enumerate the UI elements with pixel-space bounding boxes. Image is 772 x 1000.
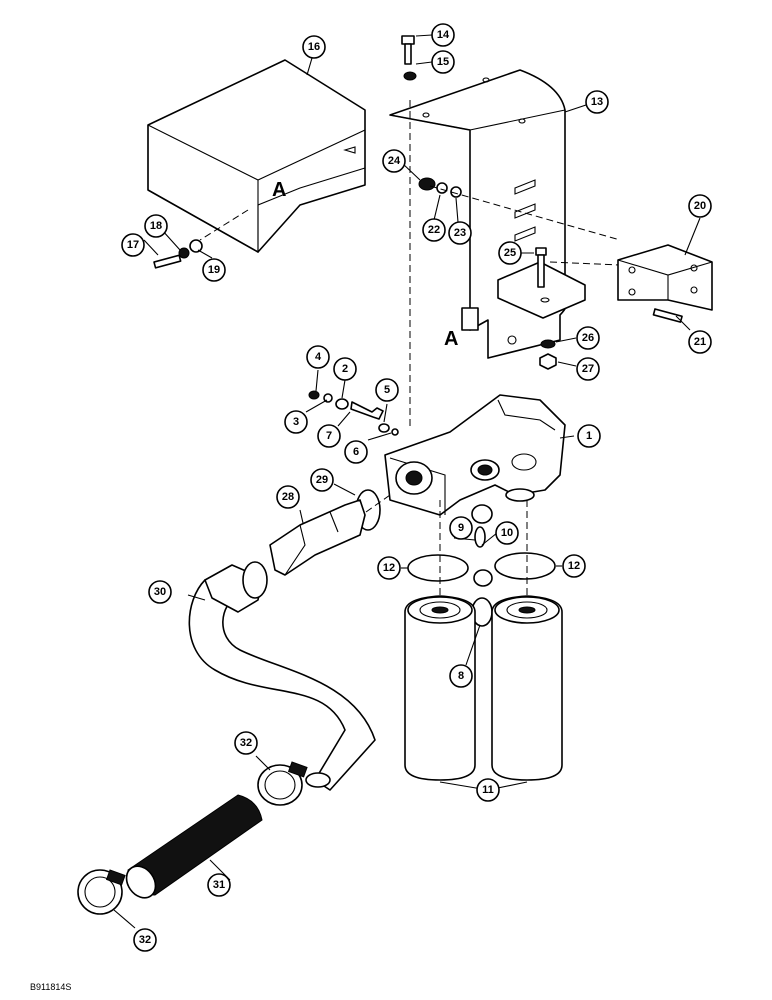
callout-16: 16: [302, 35, 326, 59]
callout-7: 7: [317, 424, 341, 448]
angle-bracket-part: [617, 244, 713, 311]
svg-text:25: 25: [504, 247, 516, 259]
svg-text:19: 19: [208, 264, 220, 276]
svg-text:21: 21: [694, 336, 706, 348]
callout-14: 14: [431, 23, 455, 47]
callout-18: 18: [144, 214, 168, 238]
svg-text:2: 2: [342, 363, 348, 375]
svg-text:31: 31: [213, 879, 225, 891]
drawing-code-label: B911814S: [30, 982, 72, 992]
callout-17: 17: [121, 233, 145, 257]
callout-23: 23: [448, 221, 472, 245]
leader-lines: [113, 34, 701, 929]
callout-29: 29: [310, 468, 334, 492]
svg-text:30: 30: [154, 586, 166, 598]
seals-check-valve-part: [407, 500, 556, 627]
callout-4: 4: [306, 345, 330, 369]
svg-text:12: 12: [568, 560, 580, 572]
callout-6: 6: [344, 440, 368, 464]
svg-text:11: 11: [482, 784, 494, 796]
callout-10: 10: [495, 521, 519, 545]
svg-text:10: 10: [501, 527, 513, 539]
svg-text:26: 26: [582, 332, 594, 344]
callout-5: 5: [375, 378, 399, 402]
svg-text:7: 7: [326, 430, 332, 442]
callout-12-left: 12: [377, 556, 401, 580]
callout-22: 22: [422, 218, 446, 242]
filter-cartridges-part: [404, 595, 563, 781]
svg-text:32: 32: [139, 934, 151, 946]
svg-text:28: 28: [282, 491, 294, 503]
svg-text:8: 8: [458, 670, 464, 682]
shield-part: [147, 59, 366, 253]
svg-text:22: 22: [428, 224, 440, 236]
hose-clamps-part: [77, 761, 308, 915]
section-letter-a-upper: A: [272, 179, 286, 201]
svg-text:5: 5: [384, 384, 390, 396]
svg-text:1: 1: [586, 430, 592, 442]
callout-31: 31: [207, 873, 231, 897]
callout-26: 26: [576, 326, 600, 350]
hose-part: [125, 794, 263, 899]
filter-head-part: [384, 394, 566, 516]
svg-text:29: 29: [316, 474, 328, 486]
svg-text:4: 4: [315, 351, 322, 363]
section-letter-a-lower: A: [444, 328, 458, 350]
svg-text:3: 3: [293, 416, 299, 428]
callout-24: 24: [382, 149, 406, 173]
callout-1: 1: [577, 424, 601, 448]
svg-text:15: 15: [437, 56, 449, 68]
callout-2: 2: [333, 357, 357, 381]
svg-text:32: 32: [240, 737, 252, 749]
callout-30: 30: [148, 580, 172, 604]
svg-text:6: 6: [353, 446, 359, 458]
adapter-fitting-part: [269, 489, 391, 576]
callout-20: 20: [688, 194, 712, 218]
callout-12-right: 12: [562, 554, 586, 578]
callout-15: 15: [431, 50, 455, 74]
svg-text:24: 24: [388, 155, 401, 167]
callout-28: 28: [276, 485, 300, 509]
tube-part: [188, 561, 376, 791]
svg-text:13: 13: [591, 96, 603, 108]
svg-text:27: 27: [582, 363, 594, 375]
callout-9: 9: [449, 516, 473, 540]
callout-11: 11: [476, 778, 500, 802]
svg-text:9: 9: [458, 522, 464, 534]
svg-text:23: 23: [454, 227, 466, 239]
callout-8: 8: [449, 664, 473, 688]
callout-32-lower: 32: [133, 928, 157, 952]
svg-text:16: 16: [308, 41, 320, 53]
svg-text:17: 17: [127, 239, 139, 251]
callout-32-upper: 32: [234, 731, 258, 755]
callout-13: 13: [585, 90, 609, 114]
svg-text:20: 20: [694, 200, 706, 212]
svg-text:14: 14: [437, 29, 450, 41]
svg-text:12: 12: [383, 562, 395, 574]
callout-3: 3: [284, 410, 308, 434]
callout-21: 21: [688, 330, 712, 354]
svg-text:18: 18: [150, 220, 162, 232]
fastener-hardware: [153, 35, 683, 436]
callout-25: 25: [498, 241, 522, 265]
callout-27: 27: [576, 357, 600, 381]
callout-19: 19: [202, 258, 226, 282]
